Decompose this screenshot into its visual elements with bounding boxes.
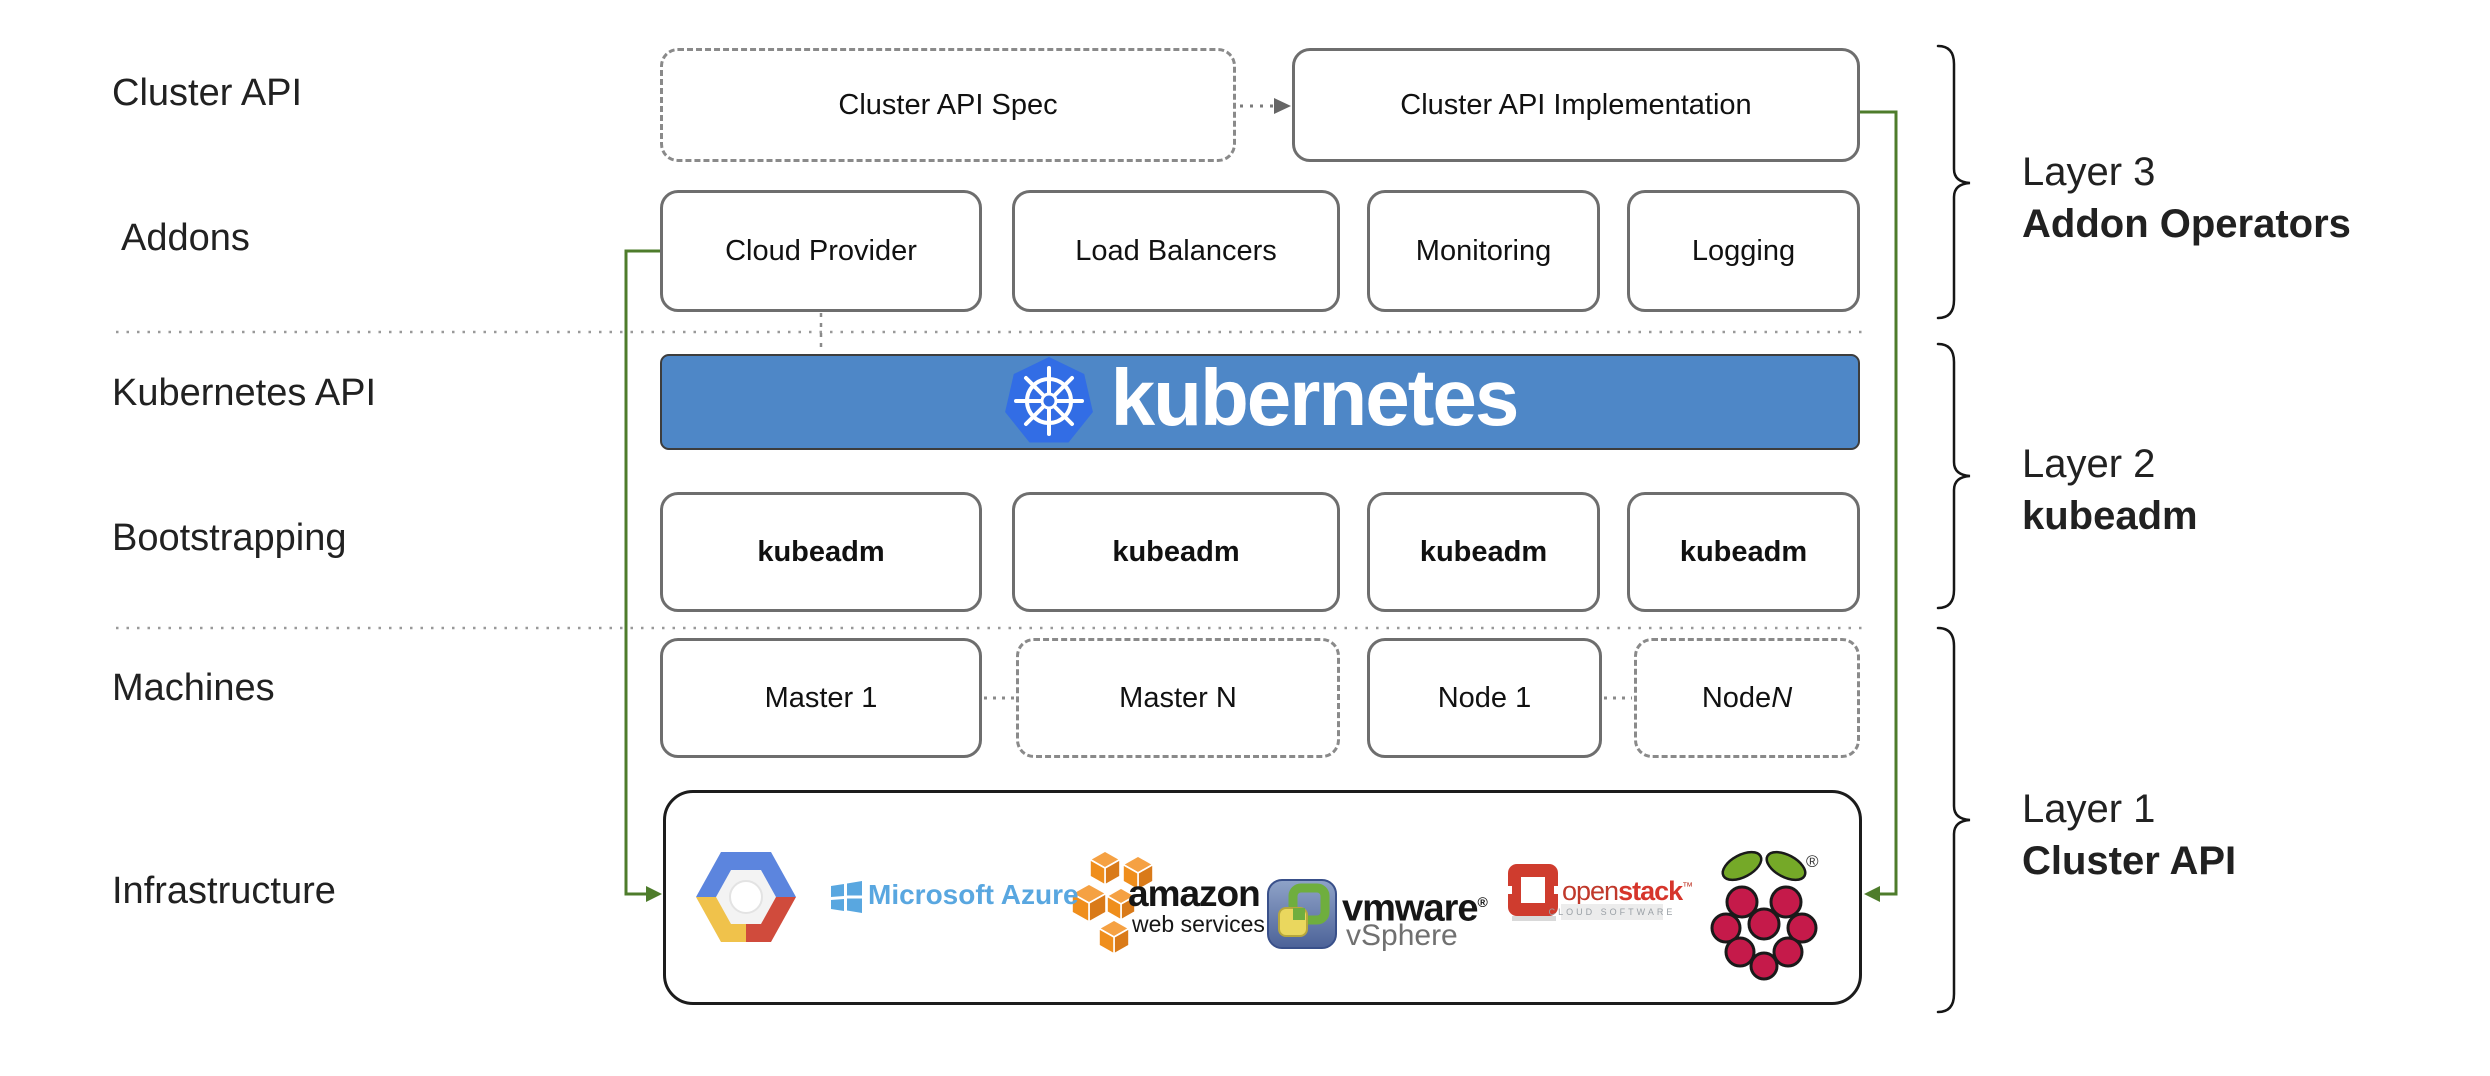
row-label-cluster-api: Cluster API: [112, 72, 303, 114]
box-logging: Logging: [1627, 190, 1860, 312]
raspberry-reg-mark: ®: [1806, 852, 1819, 871]
layer-3-subtitle: Addon Operators: [2022, 202, 2351, 246]
box-kubeadm-1: kubeadm: [660, 492, 982, 612]
layer-3-label: Layer 3 Addon Operators: [2022, 146, 2351, 250]
node-n-label: Node: [1701, 681, 1772, 714]
row-label-kubernetes-api: Kubernetes API: [112, 372, 377, 414]
layer-2-label: Layer 2 kubeadm: [2022, 438, 2198, 542]
kubeadm-label: kubeadm: [1679, 535, 1808, 568]
box-node-n: Node N: [1634, 638, 1860, 758]
vsphere-text: vSphere: [1346, 919, 1458, 952]
box-cluster-api-spec: Cluster API Spec: [660, 48, 1236, 162]
master-1-label: Master 1: [764, 681, 878, 714]
openstack-tm-mark: ™: [1682, 881, 1693, 893]
aws-text-amazon: amazon: [1128, 873, 1261, 914]
box-kubeadm-2: kubeadm: [1012, 492, 1340, 612]
cluster-api-spec-label: Cluster API Spec: [838, 88, 1058, 121]
azure-logo-text: Microsoft Azure: [868, 879, 1079, 910]
brace-layer-1: [1936, 626, 1971, 1014]
row-label-machines: Machines: [112, 667, 275, 709]
row-label-infrastructure: Infrastructure: [112, 870, 336, 912]
layer-3-title: Layer 3: [2022, 150, 2156, 194]
row-label-bootstrapping: Bootstrapping: [112, 517, 347, 559]
box-cloud-provider: Cloud Provider: [660, 190, 982, 312]
openstack-text: openstack™: [1562, 876, 1693, 906]
box-master-1: Master 1: [660, 638, 982, 758]
infrastructure-box: [663, 790, 1862, 1005]
box-cluster-api-implementation: Cluster API Implementation: [1292, 48, 1860, 162]
brace-layer-3: [1936, 44, 1971, 320]
monitoring-label: Monitoring: [1415, 234, 1552, 267]
box-master-n: Master N: [1016, 638, 1340, 758]
layer-1-subtitle: Cluster API: [2022, 839, 2237, 883]
connector-green-right: [1860, 110, 1898, 902]
kubernetes-banner: kubernetes: [660, 354, 1860, 450]
cloud-provider-label: Cloud Provider: [725, 234, 917, 267]
cluster-api-implementation-label: Cluster API Implementation: [1400, 88, 1752, 121]
node-1-label: Node 1: [1437, 681, 1532, 714]
row-label-addons: Addons: [121, 217, 250, 259]
vmware-reg-mark: ®: [1477, 894, 1488, 910]
logging-label: Logging: [1691, 234, 1796, 267]
layer-1-label: Layer 1 Cluster API: [2022, 783, 2236, 887]
kubernetes-logo-icon: [1004, 357, 1093, 443]
box-kubeadm-3: kubeadm: [1367, 492, 1600, 612]
aws-text-web-services: web services: [1132, 911, 1265, 937]
kubeadm-label: kubeadm: [1112, 535, 1240, 568]
arrow-spec-to-implementation: [1240, 98, 1291, 114]
box-node-1: Node 1: [1367, 638, 1602, 758]
box-monitoring: Monitoring: [1367, 190, 1600, 312]
openstack-subtext: CLOUD SOFTWARE: [1548, 907, 1676, 917]
box-load-balancers: Load Balancers: [1012, 190, 1340, 312]
brace-layer-2: [1936, 342, 1971, 610]
vmware-text: vmware®: [1342, 887, 1488, 930]
box-kubeadm-4: kubeadm: [1627, 492, 1860, 612]
openstack-subtext-bar: CLOUD SOFTWARE: [1549, 904, 1672, 920]
kubernetes-wordmark: kubernetes: [1110, 353, 1520, 442]
kubeadm-label: kubeadm: [757, 535, 885, 568]
load-balancers-label: Load Balancers: [1075, 234, 1277, 267]
master-n-label: Master N: [1119, 681, 1237, 714]
connector-green-left: [624, 249, 662, 902]
layer-2-subtitle: kubeadm: [2022, 494, 2198, 538]
layer-1-title: Layer 1: [2022, 787, 2156, 831]
kubeadm-label: kubeadm: [1419, 535, 1548, 568]
layer-2-title: Layer 2: [2022, 442, 2156, 486]
